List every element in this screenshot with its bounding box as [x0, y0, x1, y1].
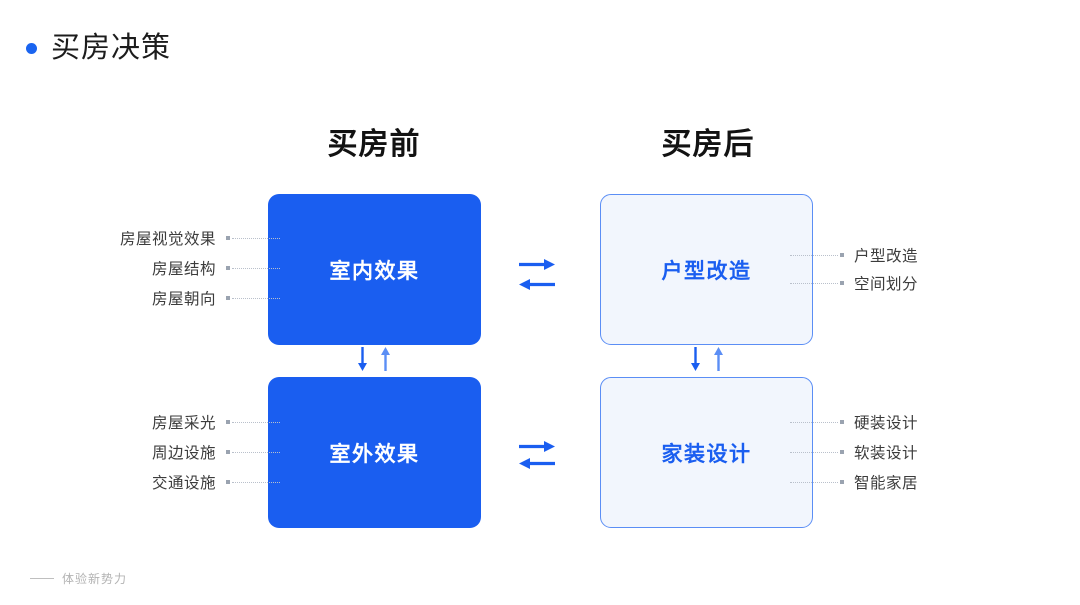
arrow-left-icon [519, 458, 555, 469]
leaf-text: 软装设计 [854, 445, 919, 462]
leaf-label-row1-right-2: 空间划分 [790, 273, 918, 293]
leaf-label-row2-left-1: 房屋采光 [60, 412, 280, 432]
leaf-text: 硬装设计 [854, 415, 919, 432]
box-interior-design[interactable]: 家装设计 [600, 377, 813, 528]
arrow-down-icon [691, 347, 700, 371]
leaf-text: 房屋采光 [151, 415, 216, 432]
leaf-label-row2-right-1: 硬装设计 [790, 412, 918, 432]
connector-line [790, 282, 838, 284]
footer-text: 体验新势力 [62, 572, 128, 586]
arrow-up-icon [381, 347, 390, 371]
connector-line [232, 481, 280, 483]
connector-line [232, 237, 280, 239]
leaf-label-row1-left-2: 房屋结构 [60, 258, 280, 278]
page-title: 买房决策 [26, 34, 171, 63]
leaf-text: 房屋朝向 [151, 291, 216, 308]
connector-line [232, 267, 280, 269]
vertical-arrow-pair-left [357, 346, 391, 372]
connector-dot [840, 450, 844, 454]
leaf-text: 房屋视觉效果 [119, 231, 216, 248]
footer-rule [30, 578, 54, 579]
connector-line [232, 297, 280, 299]
connector-dot [226, 236, 230, 240]
leaf-label-row2-right-2: 软装设计 [790, 442, 918, 462]
leaf-label-row1-left-3: 房屋朝向 [60, 288, 280, 308]
box-label: 室内效果 [329, 259, 420, 283]
bullet-icon [26, 43, 37, 54]
connector-dot [226, 266, 230, 270]
footer: 体验新势力 [30, 570, 127, 587]
box-indoor-effect[interactable]: 室内效果 [268, 194, 481, 345]
connector-line [790, 421, 838, 423]
connector-line [790, 451, 838, 453]
leaf-text: 交通设施 [151, 475, 216, 492]
leaf-label-row2-left-2: 周边设施 [60, 442, 280, 462]
column-heading-after: 买房后 [661, 128, 755, 161]
leaf-text: 周边设施 [151, 445, 216, 462]
connector-line [790, 481, 838, 483]
connector-dot [226, 420, 230, 424]
leaf-label-row2-left-3: 交通设施 [60, 472, 280, 492]
box-outdoor-effect[interactable]: 室外效果 [268, 377, 481, 528]
leaf-text: 智能家居 [854, 475, 919, 492]
bidirectional-arrow-row1 [517, 258, 557, 291]
arrow-left-icon [519, 279, 555, 290]
leaf-label-row1-left-1: 房屋视觉效果 [60, 228, 280, 248]
arrow-right-icon [519, 259, 555, 270]
connector-dot [840, 420, 844, 424]
column-heading-before: 买房前 [327, 128, 421, 161]
connector-dot [840, 281, 844, 285]
connector-dot [840, 253, 844, 257]
connector-dot [226, 450, 230, 454]
leaf-text: 房屋结构 [151, 261, 216, 278]
vertical-arrow-pair-right [690, 346, 724, 372]
connector-dot [840, 480, 844, 484]
leaf-text: 空间划分 [854, 276, 919, 293]
bidirectional-arrow-row2 [517, 440, 557, 470]
connector-line [232, 451, 280, 453]
leaf-label-row2-right-3: 智能家居 [790, 472, 918, 492]
connector-dot [226, 480, 230, 484]
box-label: 户型改造 [661, 259, 752, 283]
box-layout-renovation[interactable]: 户型改造 [600, 194, 813, 345]
leaf-label-row1-right-1: 户型改造 [790, 245, 918, 265]
box-label: 家装设计 [661, 442, 752, 466]
connector-line [232, 421, 280, 423]
page-title-text: 买房决策 [51, 32, 172, 64]
box-label: 室外效果 [329, 442, 420, 466]
leaf-text: 户型改造 [854, 248, 919, 265]
arrow-down-icon [358, 347, 367, 371]
arrow-right-icon [519, 441, 555, 452]
connector-line [790, 254, 838, 256]
arrow-up-icon [714, 347, 723, 371]
connector-dot [226, 296, 230, 300]
